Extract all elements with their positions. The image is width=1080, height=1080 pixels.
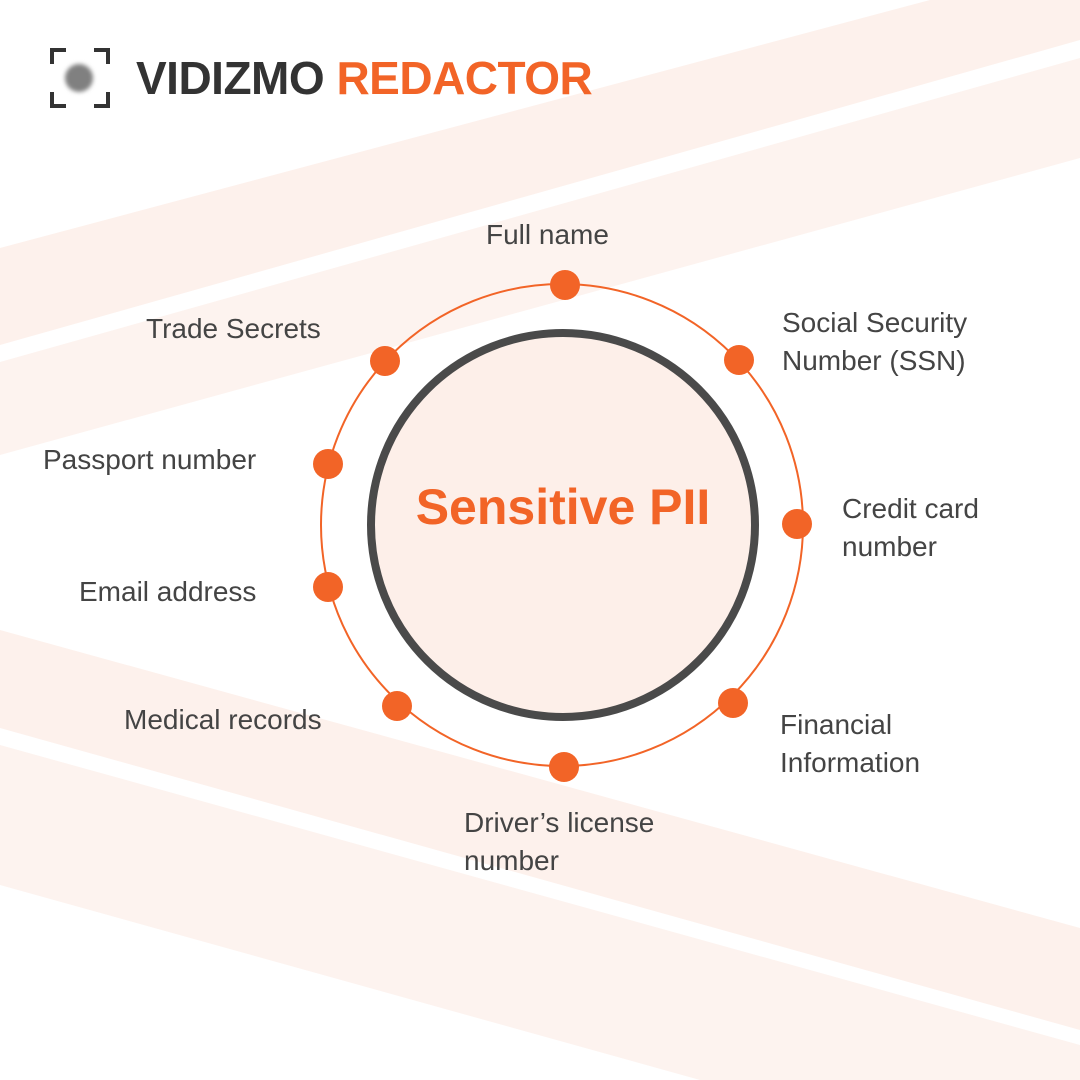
item-label-credit-card: Credit card number: [842, 493, 979, 562]
brand-name-vidizmo: VIDIZMO: [136, 52, 325, 104]
center-title: Sensitive PII: [415, 479, 711, 535]
item-label-financial: Financial Information: [780, 709, 921, 778]
stripe: [0, 745, 1080, 1080]
stripe: [0, 58, 1080, 455]
ring-dot-marker: [718, 688, 748, 718]
ring-dot-marker: [370, 346, 400, 376]
item-label-trade-secrets: Trade Secrets: [146, 313, 321, 344]
item-label-passport: Passport number: [43, 444, 257, 475]
center-circle: [367, 329, 759, 721]
item-label-email: Email address: [79, 576, 257, 607]
ring-dot-marker: [782, 509, 812, 539]
brand-name-redactor: REDACTOR: [336, 52, 593, 104]
item-label-medical-records: Medical records: [124, 704, 322, 735]
ring-dot-marker: [313, 449, 343, 479]
stripe: [0, 0, 1080, 345]
brand-name: VIDIZMO REDACTOR: [136, 51, 593, 105]
redactor-logo-icon: [50, 48, 110, 108]
item-label-full-name: Full name: [486, 219, 609, 250]
ring-dot-marker: [724, 345, 754, 375]
logo: VIDIZMO REDACTOR: [50, 48, 593, 108]
item-label-drivers-license: Driver’s license number: [464, 807, 655, 876]
stripe: [0, 630, 1080, 1030]
ring-dot-marker: [550, 270, 580, 300]
ring-dot-marker: [549, 752, 579, 782]
ring-dot-marker: [382, 691, 412, 721]
ring-dot-marker: [313, 572, 343, 602]
item-label-ssn: Social Security Number (SSN): [782, 307, 968, 376]
